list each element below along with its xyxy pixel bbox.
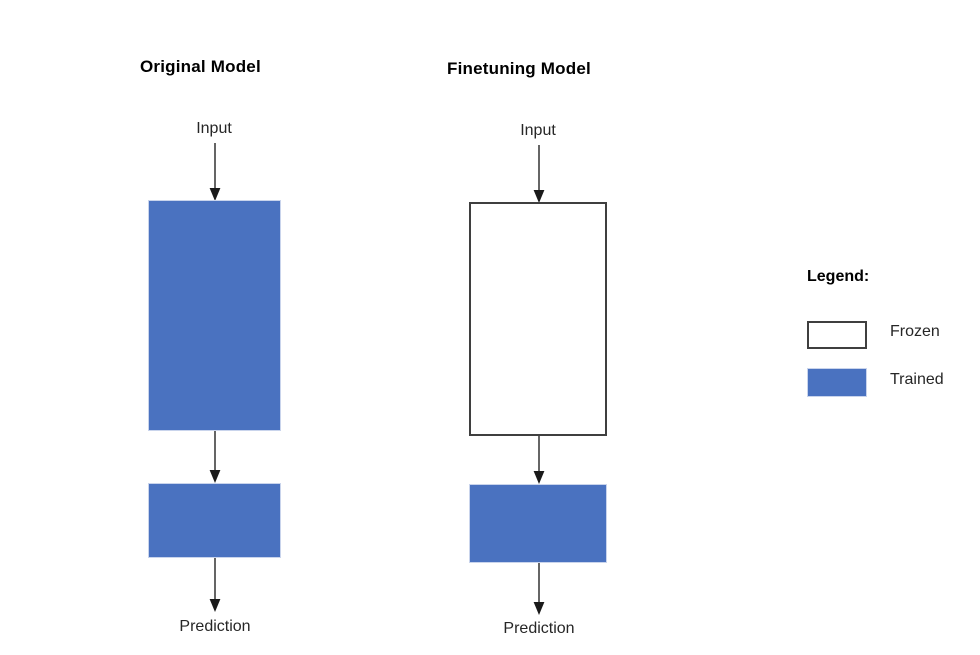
block-original-head[interactable] bbox=[148, 483, 281, 558]
arrow-backbone-to-head-finetuning bbox=[533, 436, 545, 484]
legend: Legend: Frozen Trained bbox=[806, 268, 976, 408]
legend-swatch-frozen bbox=[807, 321, 867, 349]
input-label-finetuning: Input bbox=[520, 122, 556, 139]
column-title-original-model: Original Model bbox=[140, 57, 261, 76]
arrow-head-to-prediction-finetuning bbox=[533, 563, 545, 615]
arrow-input-to-backbone-original bbox=[209, 143, 221, 201]
input-label-original: Input bbox=[196, 120, 232, 137]
prediction-label-finetuning: Prediction bbox=[503, 620, 575, 637]
arrow-input-to-backbone-finetuning bbox=[533, 145, 545, 203]
arrow-backbone-to-head-original bbox=[209, 431, 221, 483]
legend-label-trained: Trained bbox=[890, 371, 944, 388]
prediction-label-original: Prediction bbox=[179, 618, 251, 635]
legend-title: Legend: bbox=[807, 268, 870, 285]
block-finetuning-head[interactable] bbox=[469, 484, 607, 563]
arrow-head-to-prediction-original bbox=[209, 558, 221, 612]
column-title-finetuning-model: Finetuning Model bbox=[447, 59, 591, 78]
legend-label-frozen: Frozen bbox=[890, 323, 940, 340]
legend-swatch-trained bbox=[807, 368, 867, 397]
block-original-backbone[interactable] bbox=[148, 200, 281, 431]
block-finetuning-backbone[interactable] bbox=[469, 202, 607, 436]
